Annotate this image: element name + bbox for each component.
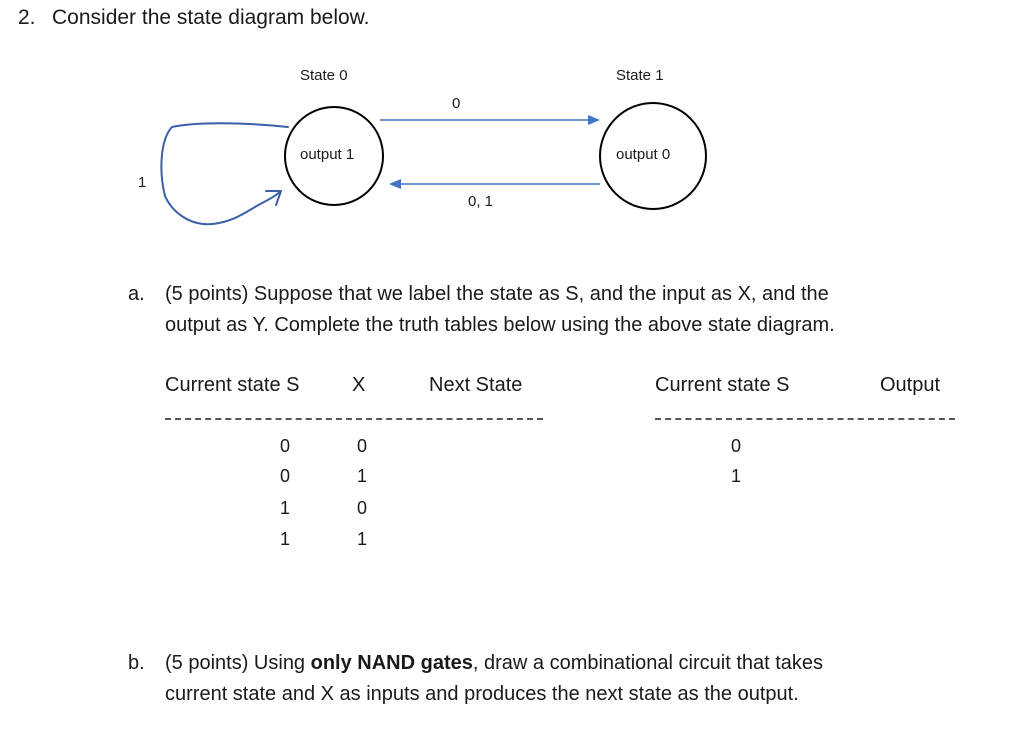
table1-row4-x: 1 (356, 529, 367, 549)
table1-row4-s: 1 (279, 529, 290, 549)
transition-1-to-0-label: 0, 1 (468, 193, 494, 210)
table1-row1-s: 0 (279, 436, 290, 456)
state1-circle (599, 102, 707, 210)
table1-row2-x: 1 (356, 466, 367, 486)
part-a-text: (5 points) Suppose that we label the sta… (165, 279, 835, 341)
table1-header-x: X (352, 374, 366, 396)
state1-output: output 0 (616, 146, 671, 163)
part-a-line1: (5 points) Suppose that we label the sta… (165, 283, 829, 305)
self-loop-arrowhead (265, 190, 282, 206)
part-b-text-post: , draw a combinational circuit that take… (472, 652, 824, 674)
part-b-line1: (5 points) Using only NAND gates, draw a… (165, 648, 823, 679)
part-b-letter: b. (128, 652, 145, 674)
state0-circle (284, 106, 384, 206)
table1-row3-x: 0 (356, 498, 367, 518)
self-loop-label: 1 (138, 174, 147, 191)
part-b-text-pre: (5 points) Using (165, 652, 311, 674)
table1-header-current-state: Current state S (165, 374, 300, 396)
table2-row1-s: 0 (730, 436, 741, 456)
state-diagram (160, 102, 707, 226)
part-b-bold: only NAND gates (310, 652, 473, 674)
table1-row2-s: 0 (279, 466, 290, 486)
self-loop-state0 (160, 122, 289, 226)
table1-divider (165, 418, 543, 420)
part-b-text: (5 points) Using only NAND gates, draw a… (165, 648, 823, 710)
question-number: 2. (18, 6, 36, 29)
part-b-line2: current state and X as inputs and produc… (165, 683, 799, 705)
table1-header-next-state: Next State (429, 374, 523, 396)
transition-0-to-1-label: 0 (452, 95, 461, 112)
table2-header-output: Output (880, 374, 941, 396)
table1-row1-x: 0 (356, 436, 367, 456)
part-a-line2: output as Y. Complete the truth tables b… (165, 314, 835, 336)
state0-output: output 1 (300, 146, 355, 163)
state0-name: State 0 (300, 67, 348, 84)
question-text: Consider the state diagram below. (52, 6, 370, 29)
table2-divider (655, 418, 955, 420)
table2-header-current-state: Current state S (655, 374, 790, 396)
part-a-letter: a. (128, 283, 145, 305)
table1-row3-s: 1 (279, 498, 290, 518)
table2-row2-s: 1 (730, 466, 741, 486)
state1-name: State 1 (616, 67, 664, 84)
